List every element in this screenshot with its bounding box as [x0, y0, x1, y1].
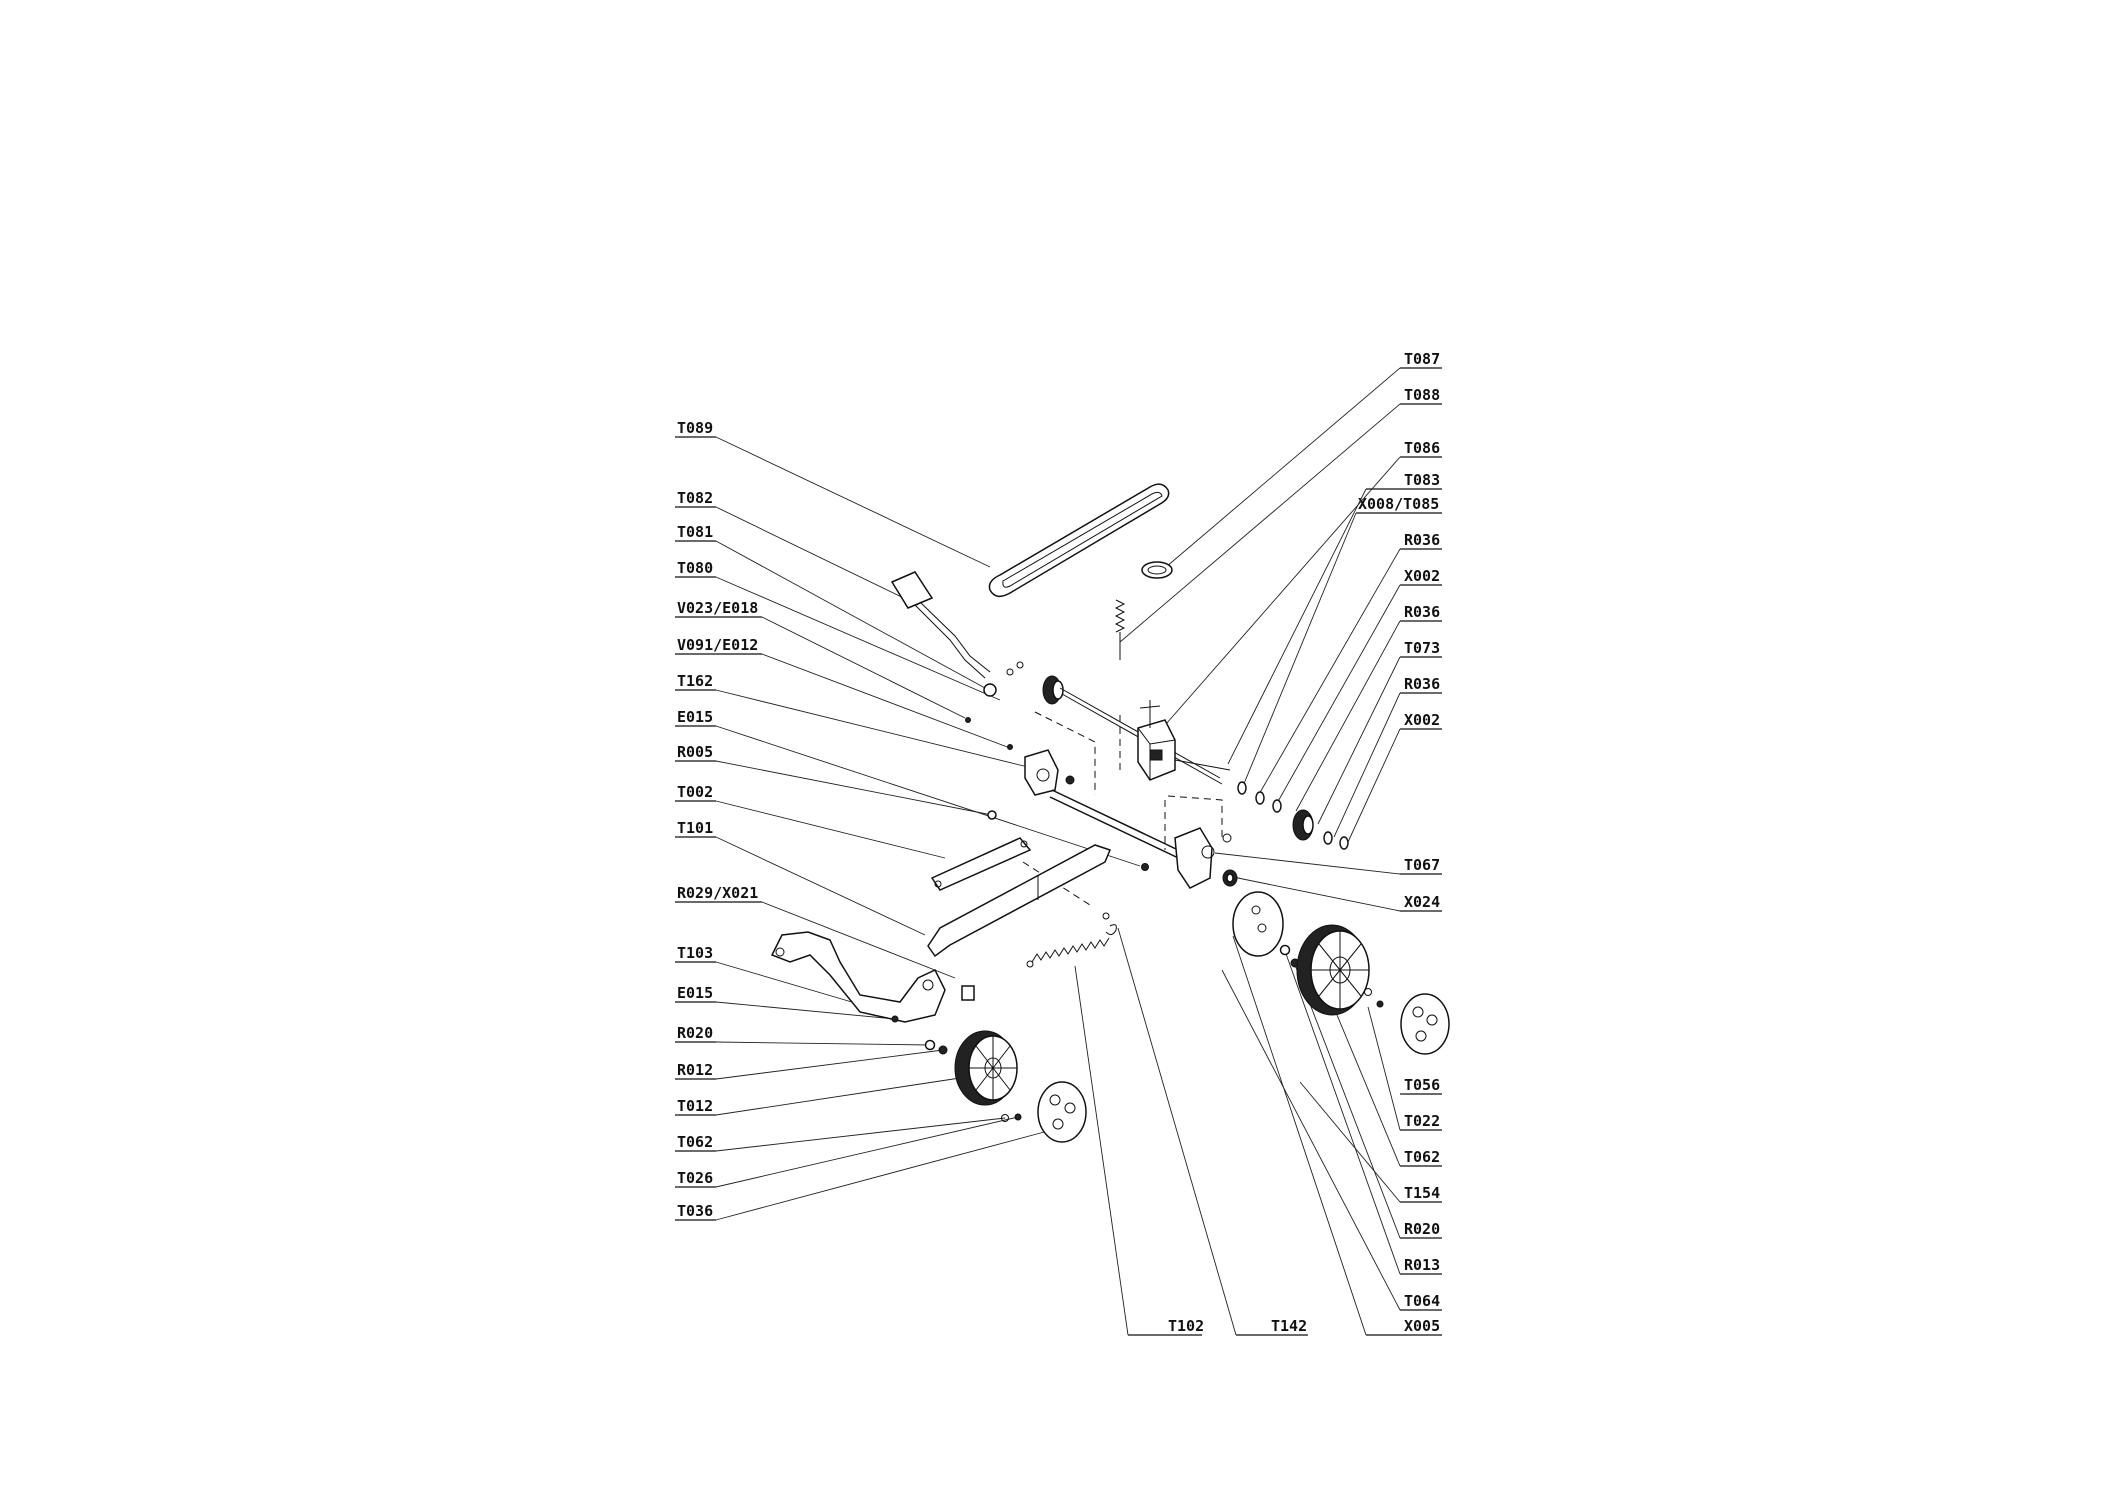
label-T142: T142 [1271, 1317, 1307, 1335]
front-wheel [954, 1030, 1018, 1106]
label-R036-2: R036 [1404, 603, 1440, 621]
bracket-left [1024, 749, 1075, 796]
label-E015-lower: E015 [677, 984, 713, 1002]
label-T064: T064 [1404, 1292, 1440, 1310]
label-T088: T088 [1404, 386, 1440, 404]
left-labels: T089 T082 T081 T080 V023/E018 V091/E012 … [675, 419, 762, 1221]
rear-hub-bolt [1376, 1000, 1384, 1008]
label-T026: T026 [677, 1169, 713, 1187]
lever-pedal [890, 571, 1014, 697]
label-T089: T089 [677, 419, 713, 437]
height-adjust-rod [927, 844, 1112, 958]
label-T062-left: T062 [677, 1133, 713, 1151]
label-E015: E015 [677, 708, 713, 726]
label-T087: T087 [1404, 350, 1440, 368]
rear-hub-plate [1232, 891, 1284, 957]
label-T022: T022 [1404, 1112, 1440, 1130]
link-bar [930, 837, 1032, 891]
label-T062-right: T062 [1404, 1148, 1440, 1166]
label-V023-E018: V023/E018 [677, 599, 758, 617]
pinion-gear-left [1042, 675, 1064, 705]
rear-washer [1279, 944, 1291, 956]
label-T102: T102 [1168, 1317, 1204, 1335]
label-T081: T081 [677, 523, 713, 541]
spacer-front [938, 1045, 948, 1055]
washer [1016, 661, 1024, 669]
nut [1007, 744, 1013, 750]
label-X024: X024 [1404, 893, 1440, 911]
bottom-labels: T102 T142 [1128, 1317, 1308, 1336]
label-X002-1: X002 [1404, 567, 1440, 585]
rear-hub-washer [1364, 988, 1372, 996]
main-axle [1049, 789, 1196, 866]
hex-nut [891, 1015, 899, 1023]
bearing [1222, 833, 1238, 887]
label-V091-E012: V091/E012 [677, 636, 758, 654]
label-X005: X005 [1404, 1317, 1440, 1335]
drive-belt [988, 483, 1170, 598]
spring-small [1114, 599, 1126, 660]
label-T067: T067 [1404, 856, 1440, 874]
pulley [1141, 561, 1173, 579]
label-T101: T101 [677, 819, 713, 837]
bracket-right [1141, 827, 1215, 889]
label-T073: T073 [1404, 639, 1440, 657]
label-R005: R005 [677, 743, 713, 761]
leader-lines [715, 367, 1405, 1336]
tension-spring [1026, 912, 1110, 968]
label-T154: T154 [1404, 1184, 1440, 1202]
right-labels: T087 T088 T086 T083 X008/T085 R036 X002 … [1356, 350, 1442, 1336]
label-T082: T082 [677, 489, 713, 507]
front-hub-washer [1001, 1114, 1009, 1122]
washer-front [924, 1039, 936, 1051]
label-T086: T086 [1404, 439, 1440, 457]
exploded-parts [770, 483, 1450, 1143]
front-hub-bolt [1014, 1113, 1022, 1121]
pinion-gear-right [1292, 809, 1314, 841]
label-T056: T056 [1404, 1076, 1440, 1094]
label-T012: T012 [677, 1097, 713, 1115]
label-R036-3: R036 [1404, 675, 1440, 693]
label-T103: T103 [677, 944, 713, 962]
label-R029-X021: R029/X021 [677, 884, 758, 902]
screw [965, 717, 971, 723]
spring-hook [1105, 924, 1117, 936]
label-R036-1: R036 [1404, 531, 1440, 549]
label-R012: R012 [677, 1061, 713, 1079]
label-R020-left: R020 [677, 1024, 713, 1042]
washers-right [1237, 781, 1349, 850]
label-T036: T036 [677, 1202, 713, 1220]
label-X002-2: X002 [1404, 711, 1440, 729]
label-T002: T002 [677, 783, 713, 801]
front-axle-bar [770, 931, 975, 1023]
label-R013: R013 [1404, 1256, 1440, 1274]
label-T080: T080 [677, 559, 713, 577]
label-T083: T083 [1404, 471, 1440, 489]
nut-small [987, 810, 997, 820]
label-T162: T162 [677, 672, 713, 690]
rear-wheel [1296, 924, 1370, 1016]
label-X008-T085: X008/T085 [1358, 495, 1439, 513]
front-hubcap [1037, 1081, 1087, 1143]
gearbox [1137, 700, 1231, 781]
rear-hubcap [1400, 993, 1450, 1055]
label-R020-right: R020 [1404, 1220, 1440, 1238]
